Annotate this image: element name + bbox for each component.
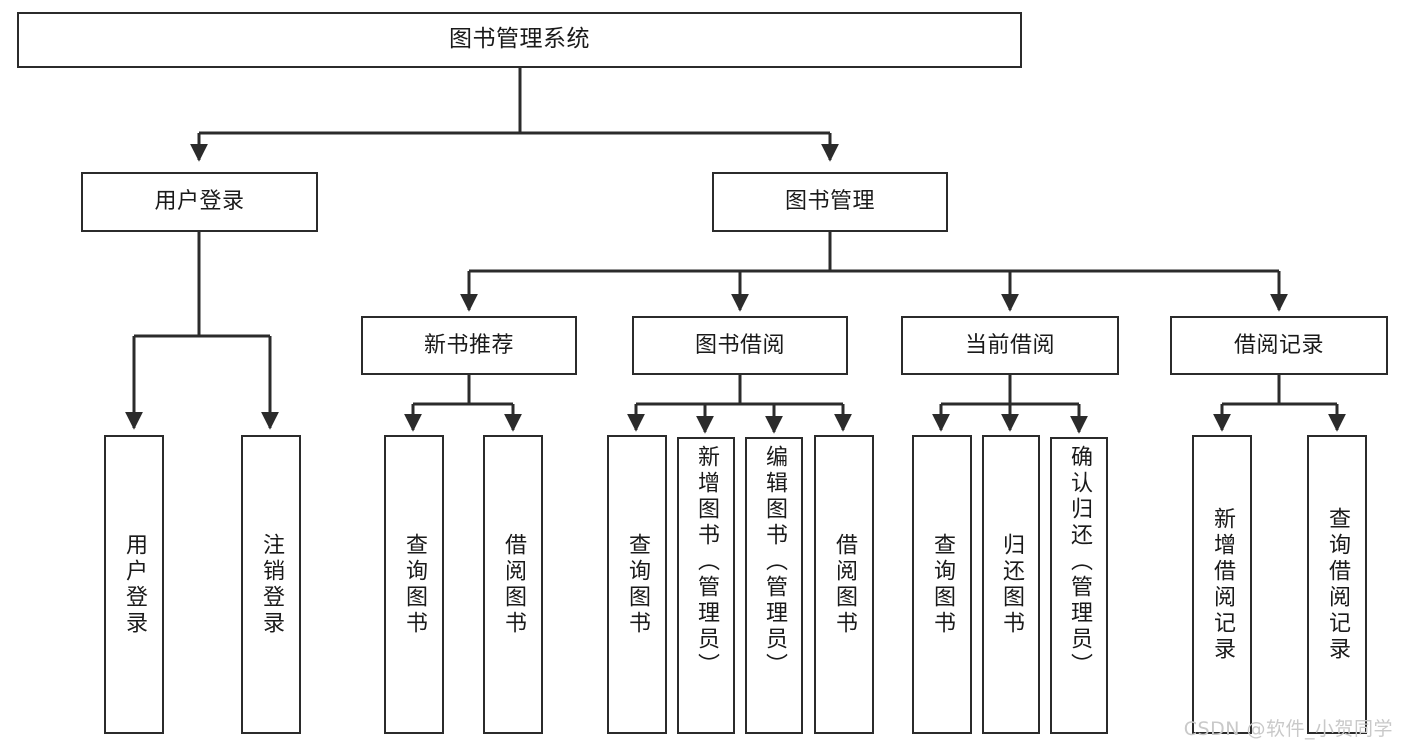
node-label: 查询图书 xyxy=(402,532,427,637)
leaf-user-login[interactable]: 用户登录 xyxy=(104,435,164,734)
leaf-query-books-recommend[interactable]: 查询图书 xyxy=(384,435,444,734)
node-label: 图书借阅 xyxy=(694,332,785,358)
leaf-add-book-admin[interactable]: 新增图书（管理员） xyxy=(677,437,735,734)
leaf-borrow-books-borrow[interactable]: 借阅图书 xyxy=(814,435,874,734)
node-label: 新书推荐 xyxy=(423,332,514,358)
node-label: 借阅图书 xyxy=(832,532,857,637)
leaf-query-books-current[interactable]: 查询图书 xyxy=(912,435,972,734)
leaf-add-borrow-record[interactable]: 新增借阅记录 xyxy=(1192,435,1252,734)
node-label: 确认归还（管理员） xyxy=(1067,445,1092,679)
leaf-edit-book-admin[interactable]: 编辑图书（管理员） xyxy=(745,437,803,734)
node-label: 新增借阅记录 xyxy=(1210,506,1235,663)
node-label: 新增图书（管理员） xyxy=(694,445,719,679)
node-current-borrow[interactable]: 当前借阅 xyxy=(901,316,1119,375)
node-book-management[interactable]: 图书管理 xyxy=(712,172,948,232)
node-borrow-record[interactable]: 借阅记录 xyxy=(1170,316,1388,375)
node-new-book-recommend[interactable]: 新书推荐 xyxy=(361,316,577,375)
leaf-confirm-return-admin[interactable]: 确认归还（管理员） xyxy=(1050,437,1108,734)
node-label: 注销登录 xyxy=(259,532,284,637)
node-label: 查询借阅记录 xyxy=(1325,506,1350,663)
node-book-borrow[interactable]: 图书借阅 xyxy=(632,316,848,375)
watermark-text: CSDN @软件_小贺同学 xyxy=(1183,718,1393,740)
node-label: 编辑图书（管理员） xyxy=(762,445,787,679)
leaf-logout[interactable]: 注销登录 xyxy=(241,435,301,734)
node-label: 当前借阅 xyxy=(964,332,1055,358)
node-label: 用户登录 xyxy=(154,189,245,215)
leaf-return-book[interactable]: 归还图书 xyxy=(982,435,1040,734)
node-label: 借阅记录 xyxy=(1233,332,1324,358)
node-label: 图书管理 xyxy=(784,189,875,215)
leaf-query-borrow-record[interactable]: 查询借阅记录 xyxy=(1307,435,1367,734)
node-label: 借阅图书 xyxy=(501,532,526,637)
node-label: 归还图书 xyxy=(999,532,1024,637)
node-label: 查询图书 xyxy=(930,532,955,637)
node-user-login[interactable]: 用户登录 xyxy=(81,172,318,232)
node-label: 用户登录 xyxy=(122,532,147,637)
leaf-borrow-books-recommend[interactable]: 借阅图书 xyxy=(483,435,543,734)
node-root-system[interactable]: 图书管理系统 xyxy=(17,12,1022,68)
node-label: 查询图书 xyxy=(625,532,650,637)
node-label: 图书管理系统 xyxy=(449,26,590,53)
leaf-query-books-borrow[interactable]: 查询图书 xyxy=(607,435,667,734)
